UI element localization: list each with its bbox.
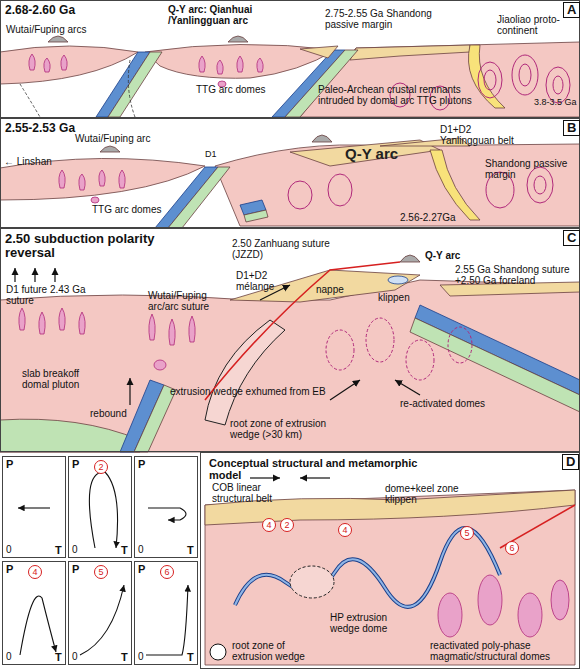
axis-label: P bbox=[6, 563, 13, 575]
annotation-label: D1 future 2.43 Ga suture bbox=[6, 284, 91, 306]
panel-letter: B bbox=[563, 120, 580, 136]
panel-box: 2.68-2.60 Ga A bbox=[0, 0, 580, 118]
callout-number: 4 bbox=[338, 523, 352, 537]
annotation-label: Wutai/Fuping arcs bbox=[6, 24, 106, 35]
callout-number: 4 bbox=[262, 518, 276, 532]
annotation-label: COB linear structural belt bbox=[212, 482, 284, 504]
annotation-label: D1+D2 Yanlingguan belt bbox=[440, 124, 520, 146]
callout-number: 5 bbox=[460, 526, 474, 540]
callout-number: 4 bbox=[28, 565, 42, 579]
axis-label: P bbox=[6, 458, 13, 470]
annotation-label: Wutai/Fuping arc bbox=[75, 133, 165, 144]
annotation-label: root zone of extrusion wedge bbox=[232, 640, 327, 662]
pt-path-box: P 4 0 T bbox=[2, 561, 66, 665]
pt-path-box: P 0 T bbox=[2, 456, 66, 558]
pt-path-box: P 0 T bbox=[134, 456, 198, 558]
annotation-label: dome+keel zone klippen bbox=[385, 483, 485, 505]
axis-origin: 0 bbox=[6, 544, 12, 555]
axis-origin: 0 bbox=[138, 544, 144, 555]
axis-origin: 0 bbox=[138, 651, 144, 662]
annotation-label: slab breakoff domal pluton bbox=[22, 368, 102, 390]
pt-path-box: P 2 0 T bbox=[68, 456, 132, 558]
panel-heading: 2.50 subduction polarity reversal bbox=[5, 232, 180, 261]
panel-letter: C bbox=[563, 230, 580, 246]
panel-letter: D bbox=[562, 454, 579, 470]
callout-number: 6 bbox=[505, 541, 519, 555]
pt-path-box: P 5 0 T bbox=[68, 561, 132, 665]
callout-number: 2 bbox=[94, 460, 108, 474]
pt-path-box: P 6 0 T bbox=[134, 561, 198, 665]
annotation-label: Paleo-Archean crustal remnants intruded … bbox=[318, 84, 478, 106]
annotation-label: nappe bbox=[316, 284, 356, 295]
annotation-label: 2.75-2.55 Ga Shandong passive margin bbox=[325, 8, 435, 30]
annotation-label: 3.8-3.5 Ga bbox=[534, 98, 579, 108]
annotation-label: ← Linshan bbox=[4, 156, 64, 167]
annotation-label: Q-Y arc bbox=[425, 250, 475, 261]
callout-number: 6 bbox=[160, 565, 174, 579]
annotation-label: root zone of extrusion wedge (>30 km) bbox=[230, 418, 350, 440]
panel-heading: Conceptual structural and metamorphic mo… bbox=[209, 457, 449, 481]
axis-label: P bbox=[138, 458, 145, 470]
axis-origin: 0 bbox=[72, 651, 78, 662]
annotation-label: TTG arc domes bbox=[196, 84, 276, 95]
annotation-label: Wutai/Fuping arc/arc suture bbox=[148, 290, 226, 312]
axis-label: T bbox=[187, 544, 194, 556]
annotation-label: Q-Y arc bbox=[345, 146, 420, 163]
annotation-label: D1 bbox=[205, 150, 225, 160]
axis-label: T bbox=[187, 651, 194, 663]
axis-origin: 0 bbox=[72, 544, 78, 555]
annotation-label: TTG arc domes bbox=[92, 204, 172, 215]
annotation-label: Jiaoliao proto-continent bbox=[497, 14, 577, 36]
annotation-label: 2.56-2.27Ga bbox=[400, 212, 470, 223]
annotation-label: 2.55 Ga Shandong suture +2.50 Ga forelan… bbox=[455, 264, 575, 286]
annotation-label: Shandong passive margin bbox=[485, 158, 575, 180]
axis-label: T bbox=[55, 544, 62, 556]
annotation-label: reactivated poly-phase magmatic/structur… bbox=[430, 640, 575, 662]
annotation-label: re-activated domes bbox=[400, 398, 490, 409]
axis-label: P bbox=[72, 563, 79, 575]
annotation-label: D1+D2 mélange bbox=[236, 270, 288, 292]
callout-number: 5 bbox=[94, 565, 108, 579]
panel-letter: A bbox=[563, 2, 580, 18]
axis-label: P bbox=[138, 563, 145, 575]
axis-label: P bbox=[72, 458, 79, 470]
annotation-label: rebound bbox=[90, 408, 135, 419]
annotation-label: klippen bbox=[378, 292, 423, 303]
panel-heading: 2.68-2.60 Ga bbox=[5, 4, 75, 17]
axis-label: T bbox=[55, 651, 62, 663]
annotation-label: extrusion wedge exhumed from EB bbox=[170, 386, 330, 397]
callout-number: 2 bbox=[280, 518, 294, 532]
annotation-label: Q-Y arc: Qianhuai /Yanlingguan arc bbox=[168, 4, 303, 26]
axis-label: T bbox=[121, 544, 128, 556]
annotation-label: 2.50 Zanhuang suture (JZZD) bbox=[232, 238, 342, 260]
panel-heading: 2.55-2.53 Ga bbox=[5, 122, 75, 135]
annotation-label: HP extrusion wedge dome bbox=[330, 612, 410, 634]
axis-origin: 0 bbox=[6, 651, 12, 662]
axis-label: T bbox=[121, 651, 128, 663]
